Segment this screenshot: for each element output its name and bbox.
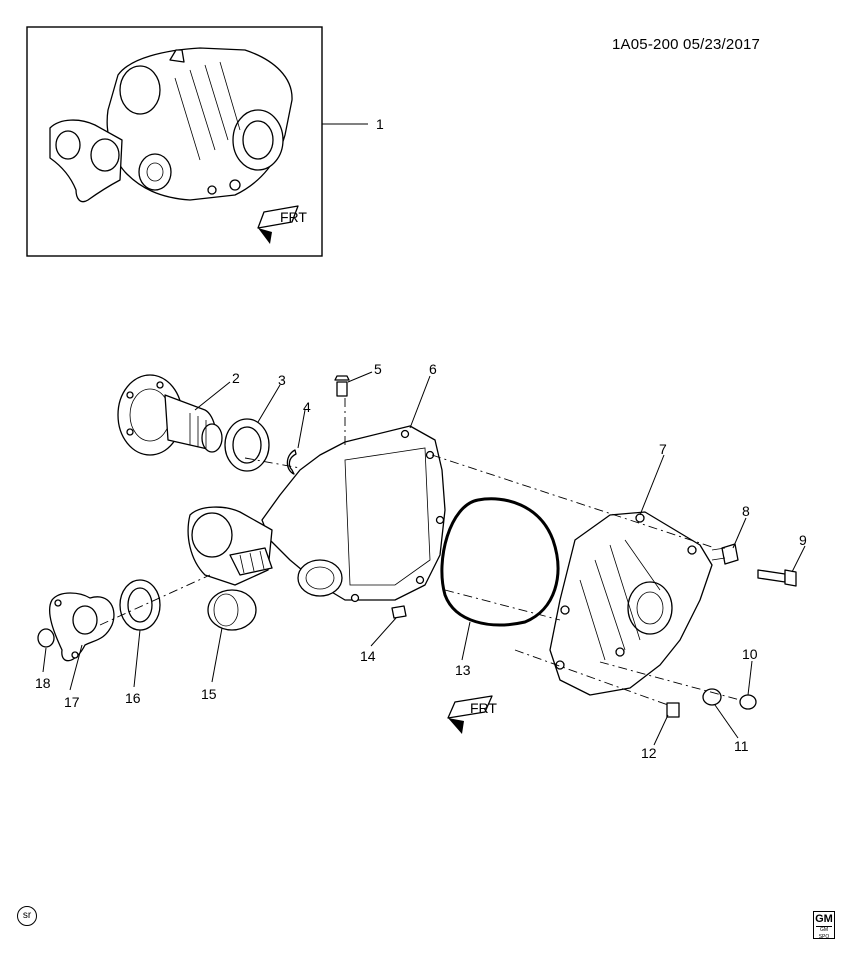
callout-9: 9 [799, 532, 807, 548]
callout-11: 11 [734, 738, 749, 754]
inset-frame [26, 26, 323, 257]
callout-12: 12 [641, 745, 657, 761]
callout-3: 3 [278, 372, 286, 388]
part-9-bolt [757, 569, 797, 587]
callout-14: 14 [360, 648, 376, 664]
gm-logo-subtext: GM SPO [816, 926, 832, 941]
frt-arrow-icon [257, 205, 299, 244]
assembly-illustration [49, 47, 293, 203]
callout-1: 1 [376, 116, 384, 132]
sr-badge: sr [17, 906, 37, 926]
part-18-ring [37, 628, 55, 648]
frt-label-inset: FRT [280, 209, 307, 225]
part-8-bolt [711, 543, 739, 565]
part-13-gasket [440, 497, 560, 627]
part-10-plug [739, 694, 757, 710]
frt-arrow-icon [447, 695, 493, 734]
part-3-seal [224, 418, 270, 472]
callout-17: 17 [64, 694, 80, 710]
part-5-vent [334, 375, 350, 397]
gm-logo: GM GM SPO [813, 911, 835, 941]
callout-5: 5 [374, 361, 382, 377]
callout-15: 15 [201, 686, 217, 702]
part-16-seal [119, 579, 161, 631]
part-6-carrier-housing [187, 425, 446, 603]
part-4-snap-ring [286, 449, 297, 475]
gm-logo-text: GM [815, 913, 833, 925]
callout-4: 4 [303, 399, 311, 415]
part-2-flange-shaft [117, 374, 223, 456]
frt-label: FRT [470, 700, 497, 716]
callout-6: 6 [429, 361, 437, 377]
callout-13: 13 [455, 662, 471, 678]
callout-7: 7 [659, 441, 667, 457]
part-17-flange [48, 592, 115, 662]
callout-16: 16 [125, 690, 141, 706]
callout-10: 10 [742, 646, 758, 662]
callout-2: 2 [232, 370, 240, 386]
callout-18: 18 [35, 675, 51, 691]
diagram-reference: 1A05-200 05/23/2017 [612, 36, 761, 53]
part-7-cover [549, 511, 713, 696]
part-15-bearing [207, 589, 257, 631]
part-12-bolt [666, 702, 680, 718]
callout-8: 8 [742, 503, 750, 519]
part-11-plug [702, 688, 722, 706]
part-14-dowel [391, 605, 407, 619]
